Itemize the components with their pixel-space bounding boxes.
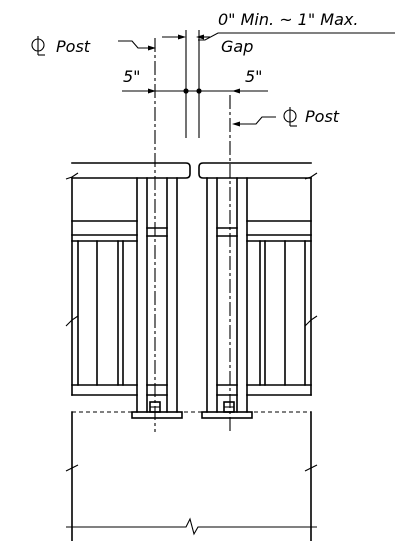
deck-slab	[65, 411, 318, 541]
centerline-icon	[283, 107, 297, 127]
gap-range-label: 0" Min. ~ 1" Max.	[218, 10, 358, 29]
right-base-plate	[201, 411, 253, 419]
gap-lines	[185, 30, 200, 138]
break-mark	[304, 464, 318, 472]
break-mark	[304, 315, 318, 327]
centerline-post-right: Post	[232, 107, 340, 127]
post-left-label: Post	[56, 37, 91, 56]
gap-leader	[198, 32, 395, 41]
gap-label: Gap	[221, 37, 253, 56]
dim-left-label: 5"	[123, 67, 141, 86]
break-mark	[65, 315, 79, 327]
post-left-leader	[118, 40, 152, 49]
left-rail-segment	[65, 162, 191, 419]
gap-arrow-left	[178, 34, 186, 40]
gap-arrow-right	[196, 34, 204, 40]
break-mark	[65, 172, 79, 180]
centerline-icon	[31, 36, 45, 56]
gap-annotation: 0" Min. ~ 1" Max. Gap	[162, 10, 395, 56]
post-right-label: Post	[305, 107, 340, 126]
dim-arrow-2	[232, 88, 240, 94]
left-top-rail	[71, 162, 191, 179]
right-top-rail	[198, 162, 312, 179]
dim-right-label: 5"	[245, 67, 263, 86]
left-base-plate	[131, 411, 183, 419]
post-right-leader	[236, 116, 276, 125]
right-rail-segment	[198, 162, 318, 419]
post-left-arrow	[148, 45, 156, 51]
post-right-arrow	[232, 121, 240, 127]
spacing-dimension: 5" 5"	[122, 67, 268, 94]
break-mark	[304, 172, 318, 180]
break-mark	[65, 464, 79, 472]
centerline-post-left: Post	[31, 36, 156, 56]
dim-arrow-1	[148, 88, 156, 94]
bottom-break-line	[66, 517, 317, 536]
